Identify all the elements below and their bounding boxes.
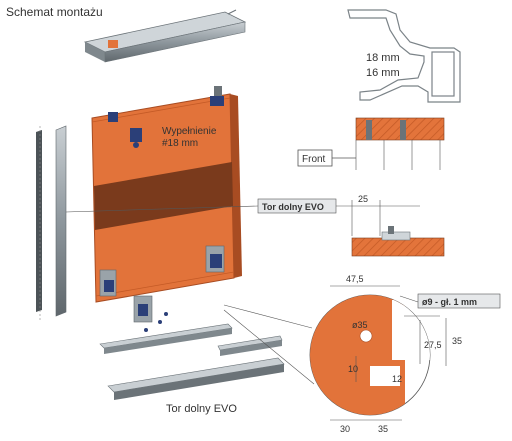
bottom-roller-right <box>205 245 225 273</box>
side-profiles <box>36 125 67 320</box>
bottom-track-detail <box>258 200 445 257</box>
hole-label: ø9 - gł. 1 mm <box>422 297 477 307</box>
bottom-track-callout <box>257 198 337 214</box>
bottom-roller-left <box>99 269 117 297</box>
bottom-tracks <box>99 323 285 400</box>
front-label: Front <box>302 154 326 165</box>
diagram-title: Schemat montażu <box>6 5 103 19</box>
top-hanger-left <box>108 112 142 148</box>
dim-35-horizontal: 35 <box>378 424 388 434</box>
dimension-lines <box>330 285 447 421</box>
top-rail <box>83 9 247 63</box>
bottom-guide <box>133 295 168 332</box>
track-offset-label: 25 <box>358 194 368 204</box>
profile-16mm-label: 16 mm <box>366 67 400 79</box>
hole-callout <box>417 293 501 309</box>
front-callout <box>297 149 356 167</box>
dim-12: 12 <box>392 374 402 384</box>
profile-18mm-label: 18 mm <box>366 52 400 64</box>
profile-section <box>347 9 461 103</box>
dim-47-5: 47,5 <box>346 274 364 284</box>
dim-27-5: 27,5 <box>424 340 442 350</box>
dim-30: 30 <box>340 424 350 434</box>
top-hanger-right <box>210 86 224 106</box>
bottom-track-label: Tor dolny EVO <box>262 202 324 212</box>
infill-label: Wypełnienie <box>162 126 217 137</box>
top-section <box>355 117 445 170</box>
bottom-track-caption: Tor dolny EVO <box>166 403 237 415</box>
dim-10: 10 <box>348 364 358 374</box>
infill-thickness-label: #18 mm <box>162 138 198 149</box>
leader-lines <box>65 205 315 385</box>
detail-circle <box>309 294 431 416</box>
dim-dia-35: ø35 <box>352 320 368 330</box>
dim-35-vertical: 35 <box>452 336 462 346</box>
